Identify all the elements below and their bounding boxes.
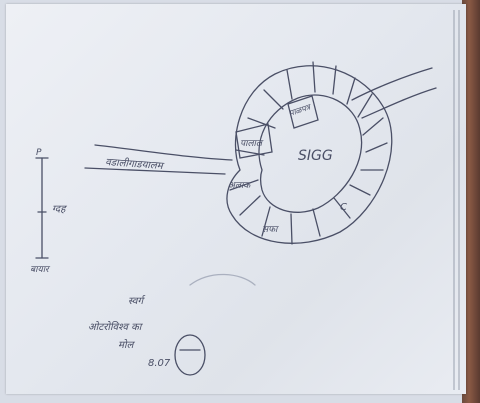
segment-tick [312, 208, 321, 237]
segment-tick [333, 197, 351, 219]
scale-mid-label: ग्दह [52, 204, 68, 215]
faint-mark [189, 273, 256, 286]
road-right-top [351, 67, 433, 101]
scale-top-label: P [36, 148, 42, 158]
sheet-edge-2 [458, 10, 460, 390]
segment-tick [247, 117, 276, 129]
segment-tick [312, 61, 316, 93]
note-title: स्वर्ग [128, 295, 146, 307]
segment-tick [286, 69, 293, 100]
segment-tick [263, 89, 284, 110]
segment-tick [239, 195, 261, 216]
bottom-right-label: C [340, 202, 347, 213]
bottom-left-label: सफा [262, 225, 279, 235]
box-top-label: पाळपत्र [288, 102, 313, 118]
box-left-label: पालाल [240, 139, 264, 149]
segment-tick [362, 117, 384, 136]
note-line-2: मोल [118, 339, 136, 351]
road-line-bottom [84, 167, 226, 175]
road-right-bottom [361, 87, 437, 119]
segment-tick [357, 93, 373, 118]
note-oval [174, 334, 206, 376]
segment-tick [365, 142, 388, 153]
road-label: वडालीगाडयालम [105, 156, 165, 172]
scale-bottom-label: बायार [30, 265, 51, 275]
note-line-1: ओटरोविश्व का [88, 321, 144, 333]
desk-edge [462, 0, 480, 403]
ring-inner [258, 94, 363, 213]
mid-left-label: अलाक [228, 181, 252, 191]
segment-tick [349, 184, 371, 196]
sheet-edge-1 [453, 10, 455, 390]
segment-tick [346, 77, 356, 105]
box-top [287, 95, 319, 129]
ring-outer [226, 65, 393, 244]
note-line-3: 8.07 [148, 358, 171, 369]
center-label: SIGG [298, 148, 333, 164]
segment-tick [261, 206, 271, 237]
segment-tick [290, 213, 293, 245]
paper-sheet [6, 4, 466, 394]
box-left [235, 123, 273, 159]
segment-tick [229, 179, 259, 191]
road-line-top [94, 144, 233, 161]
segment-tick [332, 65, 337, 95]
